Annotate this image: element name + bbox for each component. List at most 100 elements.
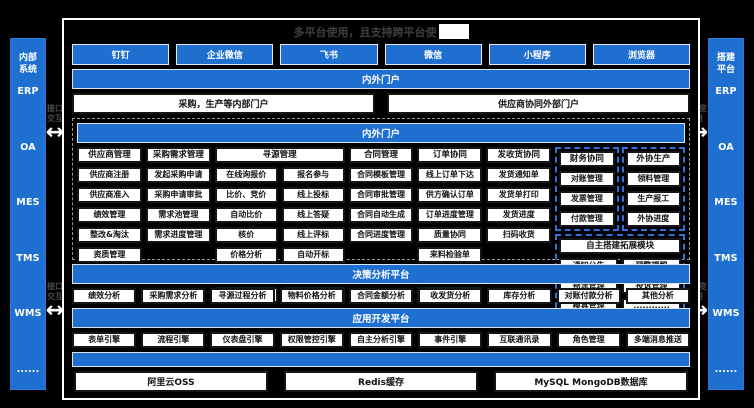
module-item: 绩效管理 bbox=[77, 207, 142, 223]
module-item: 付款管理 bbox=[559, 211, 615, 227]
module-item: 生产报工 bbox=[625, 191, 682, 207]
module-item: 线上订单下达 bbox=[417, 167, 483, 183]
module-item: 领料管理 bbox=[625, 171, 682, 187]
panel-title-row: 多平台使用，且支持跨平台使 bbox=[72, 23, 690, 40]
app-dev-platform-band: 应用开发平台 bbox=[72, 308, 690, 328]
module-item: 发票管理 bbox=[559, 191, 615, 207]
module-item: 在线询报价 bbox=[214, 167, 278, 183]
channel-chip: 企业微信 bbox=[176, 44, 274, 65]
decision-platform-band: 决策分析平台 bbox=[72, 264, 690, 284]
module-item: 合同进度管理 bbox=[348, 227, 414, 243]
infrastructure-item: Redis缓存 bbox=[284, 371, 478, 392]
module-item: 发货通知单 bbox=[486, 167, 552, 183]
engine-item: 事件引擎 bbox=[418, 332, 483, 348]
internal-system-label: TMS bbox=[16, 252, 40, 264]
module-item: 采购申请审批 bbox=[145, 187, 211, 203]
column-header: 财务协同 bbox=[559, 151, 615, 167]
analysis-item: 对账付款分析 bbox=[556, 288, 621, 304]
module-item: 扫码收货 bbox=[486, 227, 552, 243]
column-header: 发收货协同 bbox=[486, 147, 552, 163]
column-contract-management: 合同管理 合同模板管理合同审批管理合同自动生成合同进度管理 bbox=[348, 147, 414, 243]
dashed-columns-row: 财务协同 对账管理发票管理付款管理 外协生产 领料管理生产报工外协进度 bbox=[555, 147, 686, 231]
module-item: 合同模板管理 bbox=[348, 167, 414, 183]
module-item: 比价、竞价 bbox=[214, 187, 278, 203]
channel-chip: 钉钉 bbox=[72, 44, 170, 65]
external-portal-box: 供应商协同外部门户 bbox=[387, 93, 690, 114]
module-item: 自动比价 bbox=[214, 207, 278, 223]
channel-chip: 小程序 bbox=[488, 44, 586, 65]
column-header: 供应商管理 bbox=[77, 147, 142, 163]
channel-chip: 浏览器 bbox=[592, 44, 691, 65]
module-item: 需求池管理 bbox=[145, 207, 211, 223]
module-item: 合同自动生成 bbox=[348, 207, 414, 223]
left-right-arrow-icon: ↔ bbox=[45, 298, 65, 324]
internal-systems-bar: 内部系统 ERP OA MES TMS WMS...... bbox=[10, 38, 46, 390]
module-item: 线上答疑 bbox=[281, 207, 345, 223]
column-header: 合同管理 bbox=[348, 147, 414, 163]
module-item: 外协进度 bbox=[625, 211, 682, 227]
connector-left-top: 接口交互 ↔ bbox=[39, 104, 71, 146]
extension-title: 自主搭建拓展模块 bbox=[559, 238, 682, 254]
connector-left-bottom-label: 接口交互 bbox=[47, 282, 63, 301]
analysis-item: 库存分析 bbox=[487, 288, 552, 304]
connector-left-top-label: 接口交互 bbox=[47, 104, 63, 123]
module-item: 合同审批管理 bbox=[348, 187, 414, 203]
engine-item: 仪表盘引擎 bbox=[210, 332, 275, 348]
analysis-item: 寻源过程分析 bbox=[210, 288, 275, 304]
connector-left-bottom: 接口交互 ↔ bbox=[39, 282, 71, 324]
internal-system-label: WMS bbox=[14, 308, 42, 320]
build-platform-label: OA bbox=[718, 141, 734, 153]
infrastructure-item: 阿里云OSS bbox=[74, 371, 268, 392]
internal-system-label: ERP bbox=[17, 86, 39, 98]
architecture-panel: 多平台使用，且支持跨平台使 钉钉企业微信飞书微信小程序浏览器 内外门户 采购，生… bbox=[62, 18, 700, 400]
build-platform-label: WMS bbox=[712, 308, 740, 320]
module-item: 资质管理 bbox=[77, 247, 142, 263]
build-platform-label: TMS bbox=[714, 252, 738, 264]
module-item: 供应商准入 bbox=[77, 187, 142, 203]
module-item: 质量协同 bbox=[417, 227, 483, 243]
internal-system-label: ...... bbox=[16, 363, 40, 375]
module-item: 核价 bbox=[214, 227, 278, 243]
portal-row: 采购，生产等内部门户 供应商协同外部门户 bbox=[72, 93, 690, 114]
engine-item: 多端消息推送 bbox=[625, 332, 690, 348]
column-outsourced-production: 外协生产 领料管理生产报工外协进度 bbox=[621, 147, 686, 231]
internal-systems-list: ERP OA MES TMS WMS...... bbox=[14, 86, 41, 375]
internal-system-label: MES bbox=[16, 197, 40, 209]
internal-system-label: OA bbox=[20, 141, 36, 153]
decision-analysis-row: 绩效分析采购需求分析寻源过程分析物料价格分析合同金额分析收发货分析库存分析对账付… bbox=[72, 288, 690, 304]
portal-band: 内外门户 bbox=[72, 69, 690, 89]
channel-chip: 飞书 bbox=[280, 44, 378, 65]
engine-item: 角色管理 bbox=[556, 332, 621, 348]
module-item: 整改&淘汰 bbox=[77, 227, 142, 243]
engine-item: 自主分析引擎 bbox=[348, 332, 414, 348]
empty-blue-band bbox=[72, 352, 690, 367]
module-item: 发货单打印 bbox=[486, 187, 552, 203]
module-item: 发起采购申请 bbox=[145, 167, 211, 183]
channel-chip: 微信 bbox=[384, 44, 482, 65]
module-item: 对账管理 bbox=[559, 171, 615, 187]
engine-item: 表单引擎 bbox=[72, 332, 137, 348]
column-header: 外协生产 bbox=[625, 151, 682, 167]
analysis-item: 物料价格分析 bbox=[279, 288, 344, 304]
module-item: 供方确认订单 bbox=[417, 187, 483, 203]
analysis-item: 收发货分析 bbox=[418, 288, 483, 304]
module-item: 线上投标 bbox=[281, 187, 345, 203]
module-item: 自动开标 bbox=[281, 247, 345, 263]
internal-portal-box: 采购，生产等内部门户 bbox=[72, 93, 375, 114]
internal-systems-title: 内部系统 bbox=[18, 53, 37, 75]
engine-item: 互联通讯录 bbox=[487, 332, 552, 348]
build-platform-label: ...... bbox=[714, 363, 738, 375]
analysis-item: 绩效分析 bbox=[72, 288, 137, 304]
column-header: 订单协同 bbox=[417, 147, 483, 163]
title-redaction-box bbox=[438, 24, 469, 39]
left-right-arrow-icon: ↔ bbox=[45, 120, 65, 146]
column-purchase-demand: 采购需求管理 发起采购申请采购申请审批需求池管理需求进度管理 bbox=[145, 147, 211, 243]
module-item: 发货进度 bbox=[486, 207, 552, 223]
column-header: 采购需求管理 bbox=[145, 147, 211, 163]
module-item: 价格分析 bbox=[214, 247, 278, 263]
engines-row: 表单引擎流程引擎仪表盘引擎权限管控引擎自主分析引擎事件引擎互联通讯录角色管理多端… bbox=[72, 332, 690, 348]
